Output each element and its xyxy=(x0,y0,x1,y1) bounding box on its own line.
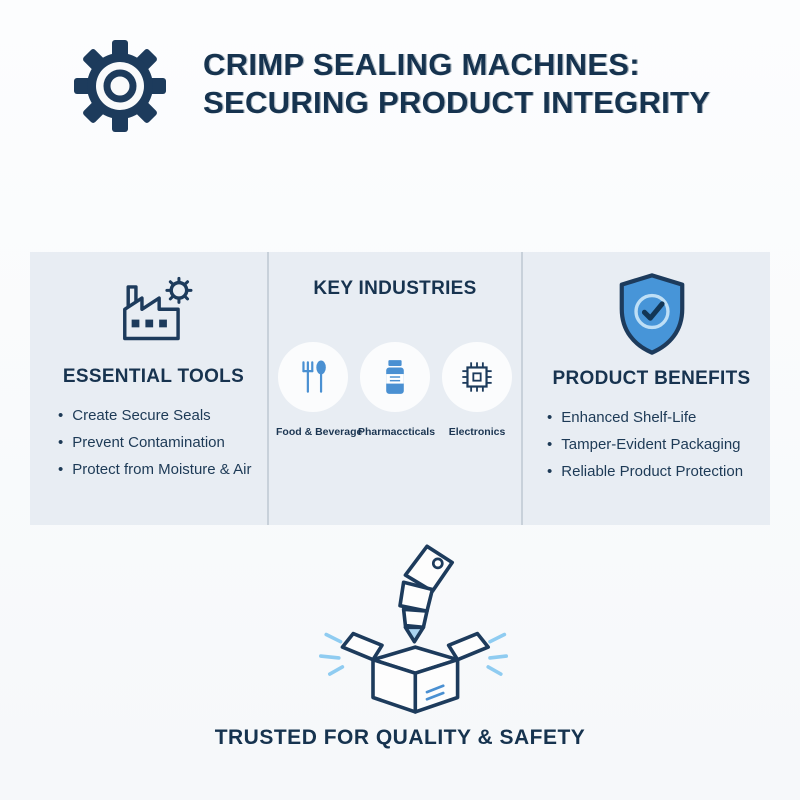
list-item: Protect from Moisture & Air xyxy=(58,456,253,483)
pill-bottle-icon xyxy=(386,360,404,394)
info-panel: ESSENTIAL TOOLS Create Secure Seals Prev… xyxy=(30,252,770,525)
benefits-heading: PRODUCT BENEFITS xyxy=(552,368,751,389)
tools-list: Create Secure Seals Prevent Contaminatio… xyxy=(54,402,253,483)
industry-circle xyxy=(278,342,348,412)
industries-column: KEY INDUSTRIES xyxy=(267,252,523,525)
industries-heading: KEY INDUSTRIES xyxy=(313,278,477,299)
benefits-list: Enhanced Shelf-Life Tamper-Evident Packa… xyxy=(543,404,760,485)
industry-label: Electronics xyxy=(448,426,506,438)
footer-caption: TRUSTED FOR QUALITY & SAFETY xyxy=(214,726,586,749)
microchip-icon xyxy=(462,362,492,392)
industry-label: Pharmaccticals xyxy=(358,426,436,438)
list-item: Enhanced Shelf-Life xyxy=(547,404,760,431)
list-item: Prevent Contamination xyxy=(58,429,253,456)
utensils-icon xyxy=(302,360,326,393)
benefits-column: PRODUCT BENEFITS Enhanced Shelf-Life Tam… xyxy=(523,252,770,525)
industry-labels: Food & Beverage Pharmaccticals Electroni… xyxy=(269,412,521,438)
title-line-2: SECURING PRODUCT INTEGRITY xyxy=(203,85,711,120)
page-title: CRIMP SEALING MACHINES: SECURING PRODUCT… xyxy=(203,46,710,122)
title-line-1: CRIMP SEALING MACHINES: xyxy=(203,47,640,82)
tools-heading: ESSENTIAL TOOLS xyxy=(62,366,245,387)
industry-circle xyxy=(360,342,430,412)
industry-label: Food & Beverage xyxy=(276,426,363,438)
industry-item-pharma xyxy=(358,342,432,412)
industry-circle xyxy=(442,342,512,412)
industry-item-electronics xyxy=(440,342,514,412)
shield-check-icon xyxy=(619,273,684,355)
industry-item-food-beverage xyxy=(276,342,350,412)
tools-column: ESSENTIAL TOOLS Create Secure Seals Prev… xyxy=(30,252,267,525)
industry-row xyxy=(269,342,521,412)
list-item: Tamper-Evident Packaging xyxy=(547,431,760,458)
list-item: Reliable Product Protection xyxy=(547,458,760,485)
gear-icon xyxy=(74,40,166,132)
list-item: Create Secure Seals xyxy=(58,402,253,429)
factory-icon xyxy=(122,276,192,341)
sealing-machine-box-icon xyxy=(319,544,508,714)
